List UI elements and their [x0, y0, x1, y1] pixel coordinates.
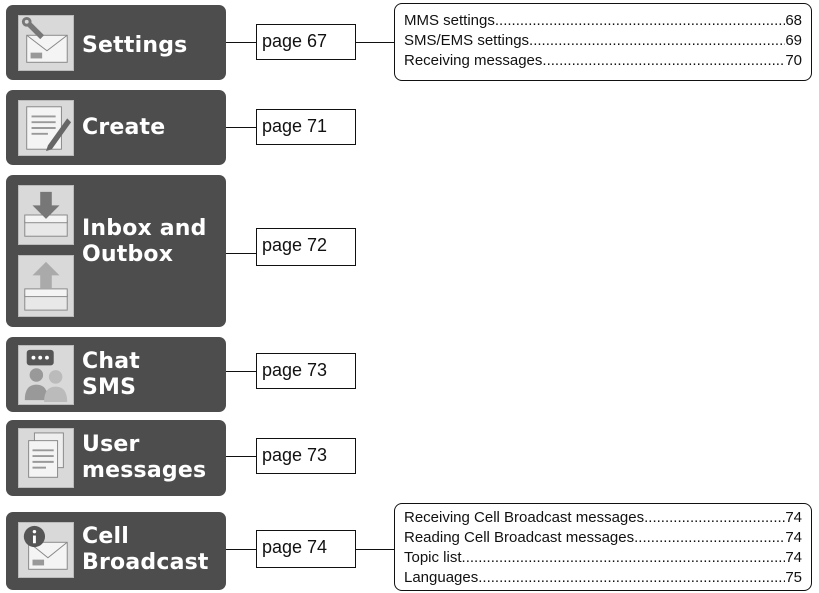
toc-entry: Languages 75	[404, 568, 802, 588]
menu-label-cell-broadcast: Cell Broadcast	[82, 524, 209, 575]
envelope-info-icon	[18, 522, 74, 578]
page-ref-inbox-outbox: page 72	[256, 228, 356, 266]
menu-box-create: Create	[6, 90, 226, 165]
connector-line	[356, 549, 394, 550]
menu-box-user-messages: User messages	[6, 420, 226, 496]
menu-label-inbox-outbox: Inbox and Outbox	[82, 216, 207, 267]
toc-box-cell-broadcast: Receiving Cell Broadcast messages 74 Rea…	[394, 503, 812, 591]
toc-entry: Reading Cell Broadcast messages74	[404, 528, 802, 548]
page-ref-user-messages: page 73	[256, 438, 356, 474]
pencil-document-icon	[18, 100, 74, 156]
connector-line	[226, 42, 256, 43]
connector-line	[226, 456, 256, 457]
toc-entry: Topic list74	[404, 548, 802, 568]
toc-box-settings: MMS settings68 SMS/EMS settings69 Receiv…	[394, 3, 812, 81]
menu-label-user-messages: User messages	[82, 432, 207, 483]
toc-entry: SMS/EMS settings69	[404, 31, 802, 51]
menu-label-chat-sms: Chat SMS	[82, 349, 140, 400]
menu-box-settings: Settings	[6, 5, 226, 80]
menu-label-settings: Settings	[82, 33, 188, 58]
toc-entry: Receiving Cell Broadcast messages 74	[404, 508, 802, 528]
menu-box-cell-broadcast: Cell Broadcast	[6, 512, 226, 590]
tray-down-arrow-icon	[18, 185, 74, 245]
page-ref-cell-broadcast: page 74	[256, 530, 356, 568]
menu-box-chat-sms: Chat SMS	[6, 337, 226, 412]
stacked-documents-icon	[18, 428, 74, 488]
connector-line	[226, 253, 256, 254]
menu-label-create: Create	[82, 115, 166, 140]
tray-up-arrow-icon	[18, 255, 74, 317]
page-ref-settings: page 67	[256, 24, 356, 60]
page-ref-chat-sms: page 73	[256, 353, 356, 389]
connector-line	[226, 371, 256, 372]
toc-entry: MMS settings68	[404, 11, 802, 31]
chat-people-icon	[18, 345, 74, 405]
connector-line	[226, 127, 256, 128]
page-ref-create: page 71	[256, 109, 356, 145]
menu-box-inbox-outbox: Inbox and Outbox	[6, 175, 226, 327]
connector-line	[356, 42, 394, 43]
connector-line	[226, 549, 256, 550]
toc-entry: Receiving messages70	[404, 51, 802, 71]
envelope-wrench-icon	[18, 15, 74, 71]
